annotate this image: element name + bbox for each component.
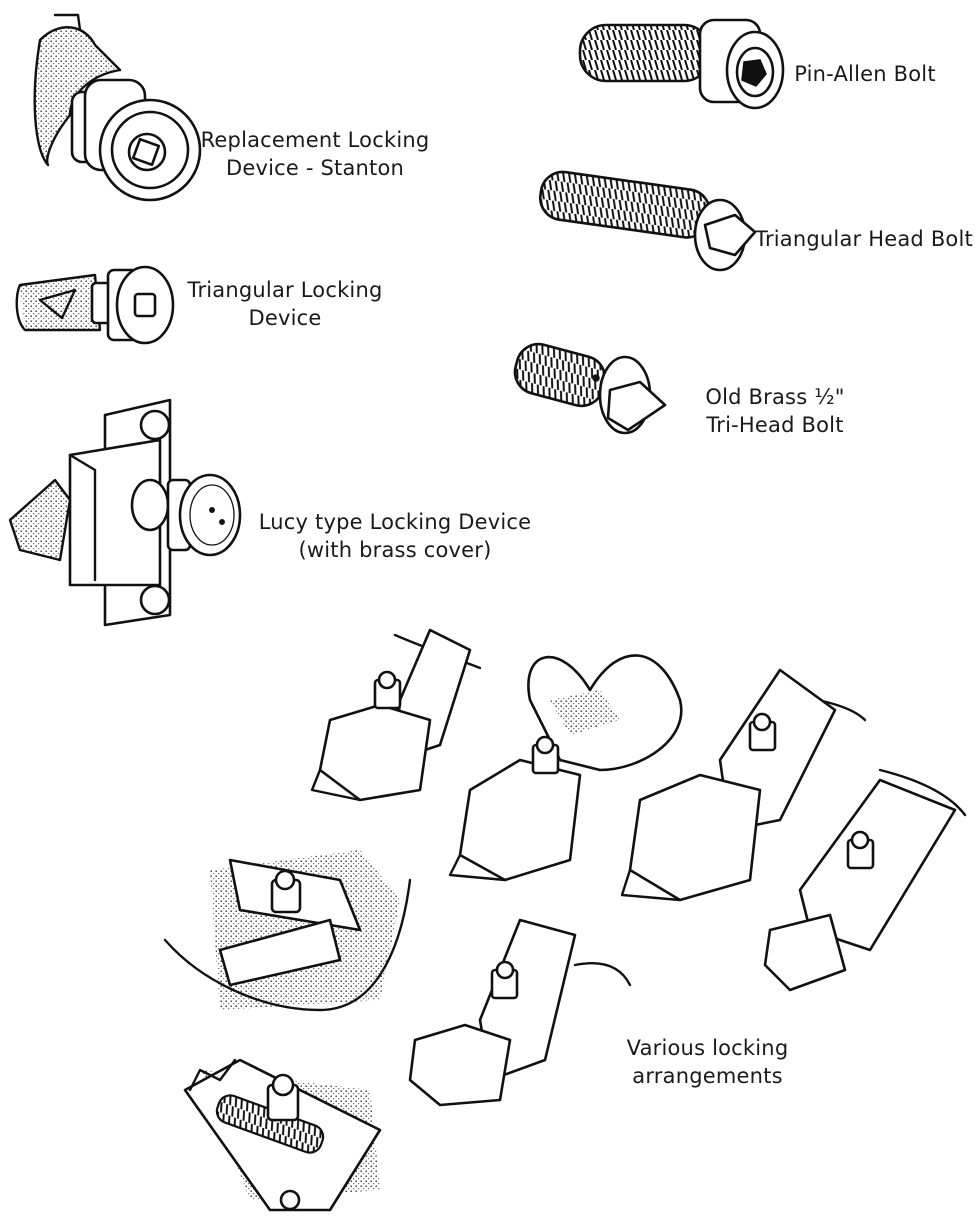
- label-triangular-bolt-text: Triangular Head Bolt: [755, 227, 973, 251]
- arrangement-spring-7: [183, 1058, 382, 1212]
- label-pin-allen-text: Pin-Allen Bolt: [794, 62, 936, 86]
- arrangement-wing-5: [163, 850, 412, 1012]
- lucy-locking-device-drawing: [8, 398, 242, 627]
- locking-arrangements-drawing: [163, 628, 967, 1212]
- label-stanton-line-1: Replacement Locking: [200, 128, 430, 152]
- arrangement-clip-6: [408, 918, 632, 1107]
- label-stanton-line-2: Device - Stanton: [225, 156, 405, 180]
- stanton-locking-device-drawing: [33, 13, 202, 202]
- label-lucy-line-1: Lucy type Locking Device: [258, 510, 532, 534]
- label-pin-allen: Pin-Allen Bolt: [790, 60, 940, 88]
- pin-allen-bolt-drawing: [578, 18, 785, 110]
- label-lucy: Lucy type Locking Device (with brass cov…: [255, 508, 535, 564]
- label-old-brass-line-2: Tri-Head Bolt: [706, 413, 844, 437]
- triangular-head-bolt-drawing: [538, 170, 757, 272]
- label-triangular-bolt: Triangular Head Bolt: [755, 225, 973, 253]
- old-brass-bolt-drawing: [513, 342, 667, 435]
- label-various: Various locking arrangements: [615, 1034, 800, 1090]
- arrangement-clip-4: [763, 768, 967, 992]
- label-old-brass-line-1: Old Brass ½": [705, 385, 845, 409]
- arrangement-clip-3: [620, 668, 867, 902]
- label-stanton: Replacement Locking Device - Stanton: [200, 126, 430, 182]
- label-lucy-line-2: (with brass cover): [298, 538, 492, 562]
- arrangement-clip-2: [448, 654, 683, 882]
- label-triangular-device-line-2: Device: [248, 306, 322, 330]
- arrangement-clip-1: [310, 628, 482, 802]
- label-old-brass: Old Brass ½" Tri-Head Bolt: [680, 383, 870, 439]
- label-various-line-2: arrangements: [632, 1064, 783, 1088]
- triangular-locking-device-drawing: [15, 265, 175, 345]
- label-various-line-1: Various locking: [626, 1036, 789, 1060]
- label-triangular-device: Triangular Locking Device: [180, 276, 390, 332]
- label-triangular-device-line-1: Triangular Locking: [187, 278, 383, 302]
